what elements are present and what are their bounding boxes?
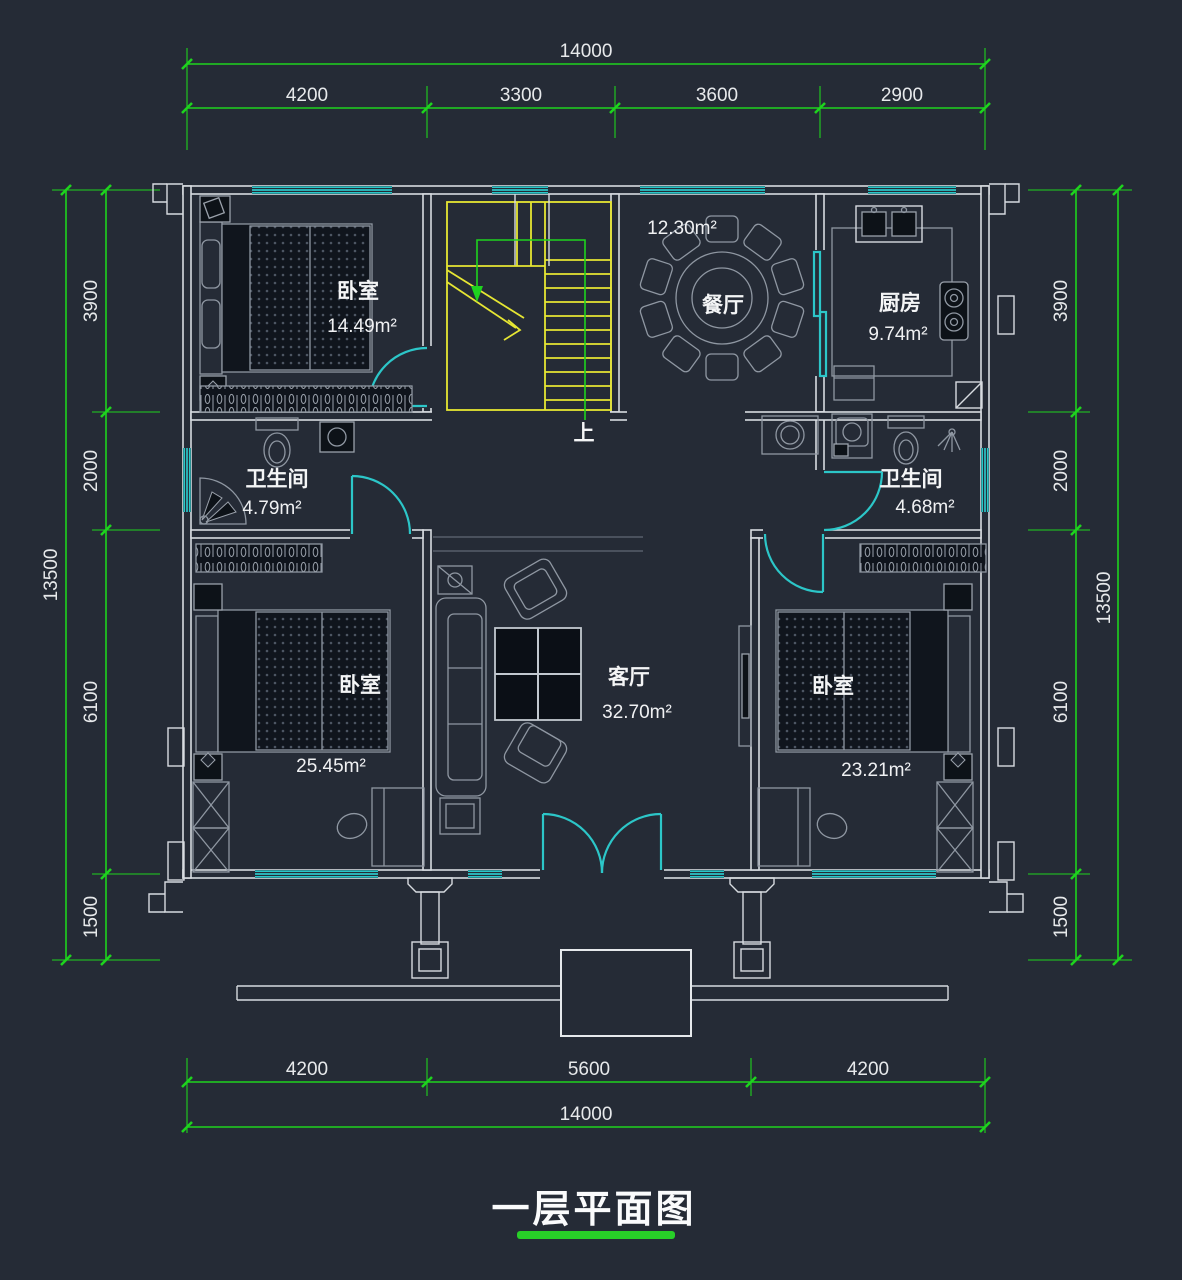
bed-bottom-left xyxy=(192,543,425,873)
porch-column-right xyxy=(733,941,771,979)
stair-direction-line xyxy=(471,239,586,420)
window-stairs xyxy=(492,186,548,194)
window-bathroom-right xyxy=(981,448,989,512)
dimension-bottom: 4200 5600 4200 14000 xyxy=(181,1058,991,1133)
title-underline xyxy=(517,1231,675,1239)
label-dining: 餐厅 xyxy=(702,293,744,317)
dimension-left: 3900 2000 6100 1500 13500 xyxy=(41,184,160,966)
window-kitchen xyxy=(868,186,956,194)
window-bedroom-top-left xyxy=(252,186,392,194)
windows xyxy=(183,186,989,878)
dim-left-seg-3: 6100 xyxy=(81,681,102,723)
door-bathroom-left xyxy=(350,474,412,535)
label-living: 客厅 xyxy=(608,665,650,689)
bathroom-left-fixtures xyxy=(199,417,355,525)
label-kitchen: 厨房 xyxy=(879,291,921,315)
bed-top-left xyxy=(199,195,373,401)
door-bedroom-bottom-right xyxy=(763,533,825,594)
kitchen-counter xyxy=(831,205,969,401)
window-bedroom-bottom-right xyxy=(812,870,936,878)
dim-top-seg-4: 2900 xyxy=(881,85,923,106)
dim-bottom-seg-3: 4200 xyxy=(847,1059,889,1080)
label-stairs-up: 上 xyxy=(574,422,595,445)
drawing-title: 一层平面图 xyxy=(491,1189,696,1239)
dim-right-seg-3: 6100 xyxy=(1051,681,1072,723)
area-bedroom-bottom-right: 23.21m² xyxy=(841,760,911,781)
dim-bottom-seg-2: 5600 xyxy=(568,1059,610,1080)
window-entry-right xyxy=(690,870,724,878)
dim-left-seg-1: 3900 xyxy=(81,280,102,322)
dim-top-overall: 14000 xyxy=(560,41,613,62)
room-labels: 卧室 14.49m² 12.30m² 餐厅 厨房 9.74m² 卫生间 4.79… xyxy=(242,218,954,781)
dim-left-seg-2: 2000 xyxy=(81,450,102,492)
label-bedroom-bottom-left: 卧室 xyxy=(339,673,381,697)
dim-right-overall: 13500 xyxy=(1094,572,1115,625)
area-bathroom-left: 4.79m² xyxy=(242,498,301,519)
label-bedroom-top-left: 卧室 xyxy=(337,279,379,303)
window-bathroom-left xyxy=(183,448,191,512)
dim-left-seg-4: 1500 xyxy=(81,896,102,938)
dim-top-seg-3: 3600 xyxy=(696,85,738,106)
staircase xyxy=(446,194,612,420)
label-bedroom-bottom-right: 卧室 xyxy=(812,674,854,698)
area-living: 32.70m² xyxy=(602,702,672,723)
window-bedroom-bottom-left xyxy=(255,870,378,878)
sliding-door-kitchen xyxy=(812,250,828,378)
area-kitchen: 9.74m² xyxy=(868,324,927,345)
label-bathroom-right: 卫生间 xyxy=(880,467,943,491)
dim-left-overall: 13500 xyxy=(41,549,62,602)
title-text: 一层平面图 xyxy=(491,1189,696,1231)
wardrobe-strip-top-left xyxy=(199,385,413,413)
porch xyxy=(236,877,949,1037)
furniture xyxy=(192,195,987,873)
bathroom-right-fixtures xyxy=(761,413,961,465)
window-dining xyxy=(640,186,765,194)
dim-top-seg-1: 4200 xyxy=(286,85,328,106)
area-bedroom-top-left: 14.49m² xyxy=(327,316,397,337)
dimension-top: 14000 4200 3300 3600 2900 xyxy=(181,41,991,150)
bed-bottom-right xyxy=(757,543,987,873)
area-bedroom-bottom-left: 25.45m² xyxy=(296,756,366,777)
area-bathroom-right: 4.68m² xyxy=(895,497,954,518)
dim-bottom-seg-1: 4200 xyxy=(286,1059,328,1080)
entry-stoop xyxy=(560,949,692,1037)
label-bathroom-left: 卫生间 xyxy=(246,467,309,491)
dining-table xyxy=(639,215,805,381)
dimension-right: 3900 2000 6100 1500 13500 xyxy=(1028,184,1132,966)
dim-top-seg-2: 3300 xyxy=(500,85,542,106)
dim-right-seg-2: 2000 xyxy=(1051,450,1072,492)
door-bathroom-right xyxy=(823,470,884,532)
dim-bottom-overall: 14000 xyxy=(560,1104,613,1125)
dim-right-seg-1: 3900 xyxy=(1051,280,1072,322)
window-entry-left xyxy=(468,870,502,878)
entrance-double-door xyxy=(541,812,663,874)
area-dining: 12.30m² xyxy=(647,218,717,239)
dim-right-seg-4: 1500 xyxy=(1051,896,1072,938)
living-room-furniture xyxy=(435,558,752,835)
porch-column-left xyxy=(411,941,449,979)
